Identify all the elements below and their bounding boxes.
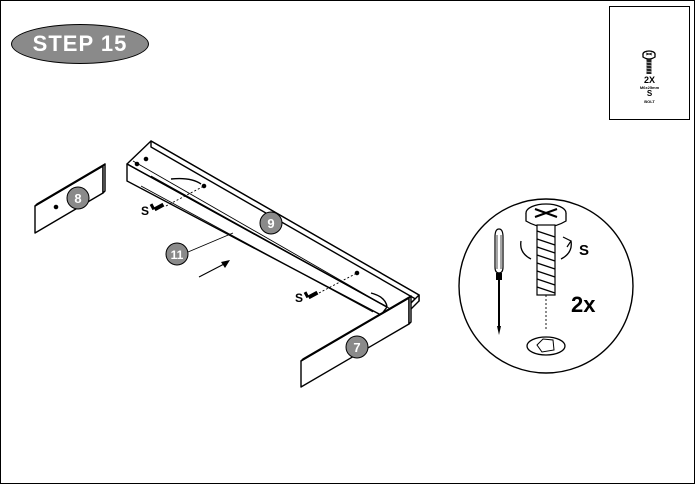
callout-label-11: 11	[171, 248, 184, 262]
parts-code: S	[646, 89, 653, 98]
screw-label-right: S	[295, 291, 303, 305]
screw-icon	[149, 202, 319, 300]
detail-circle: S 2x	[458, 198, 634, 374]
parts-box: 2X M6x25mm S BOLT	[609, 6, 690, 120]
callout-label-7: 7	[353, 340, 360, 355]
parts-type: BOLT	[644, 99, 655, 104]
step-label: STEP 15	[32, 31, 128, 56]
arrow-icon	[198, 260, 230, 278]
callout-7: 7	[345, 335, 369, 359]
bottom-shelf	[126, 163, 388, 316]
callout-8: 8	[66, 186, 90, 210]
bolt-icon	[642, 50, 656, 74]
callout-9: 9	[259, 211, 283, 235]
callout-label-9: 9	[267, 216, 274, 231]
callout-11: 11	[165, 242, 189, 266]
detail-screw-label: S	[579, 242, 589, 259]
parts-size: M6x25mm	[639, 85, 660, 90]
screwdriver-icon	[494, 228, 504, 335]
step-badge: STEP 15	[11, 24, 149, 64]
screw-label-left: S	[141, 204, 149, 218]
screw-guides	[165, 185, 358, 294]
parts-quantity: 2X	[643, 75, 655, 85]
callout-label-8: 8	[74, 191, 81, 206]
bolt-detail-icon	[520, 203, 572, 356]
leader-line-11	[187, 232, 234, 253]
detail-multiplier: 2x	[571, 292, 596, 317]
